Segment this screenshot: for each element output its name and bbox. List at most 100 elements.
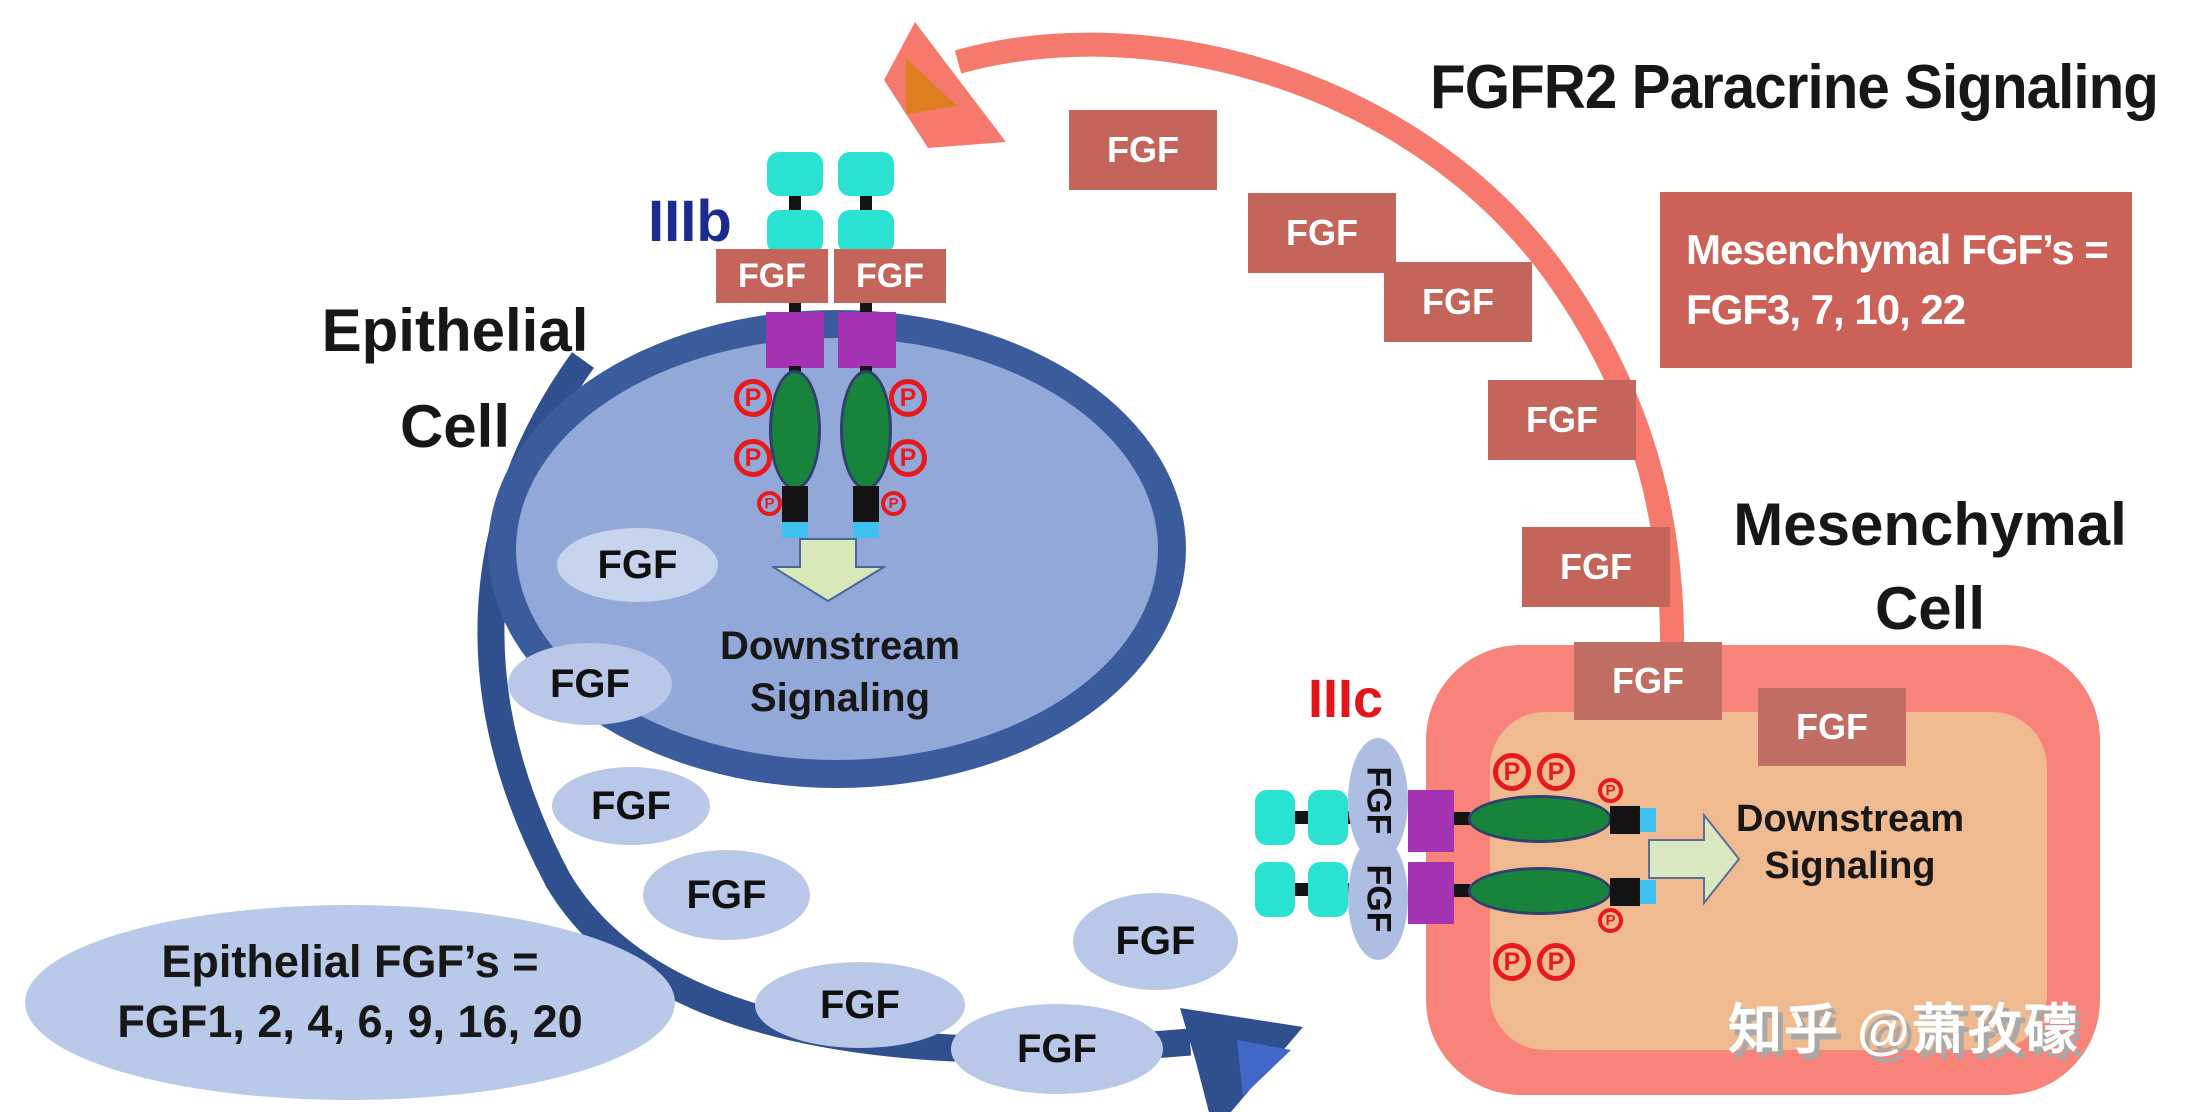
phospho-badge-small: P — [1598, 778, 1623, 803]
epithelial-fgf-summary-ellipse — [25, 905, 675, 1100]
phospho-badge: P — [1537, 943, 1575, 981]
fgf-text: FGF — [597, 542, 678, 587]
isoform-IIIc-label: IIIc — [1308, 669, 1384, 729]
fgf-ligand-text: FGF — [1359, 864, 1398, 932]
iiic-kinase-domain — [1468, 795, 1612, 843]
downstream-line2: Signaling — [1764, 845, 1936, 887]
mesenchymal-cell-label: Mesenchymal Cell — [1690, 483, 2170, 651]
iiib-transmembrane-domain — [838, 312, 896, 368]
fgf-box: FGF — [1522, 527, 1670, 607]
fgf-text: FGF — [1560, 546, 1632, 587]
fgf-ellipse: FGF — [1073, 893, 1238, 990]
phospho-letter: P — [1605, 782, 1616, 799]
watermark: 知乎 @萧孜礞 — [1728, 1000, 2080, 1060]
phospho-letter: P — [1605, 912, 1616, 929]
fgf-box: FGF — [1069, 110, 1217, 190]
phospho-badge-small: P — [1598, 908, 1623, 933]
fgf-ligand-text: FGF — [738, 256, 806, 295]
phospho-letter: P — [899, 383, 917, 412]
epithelial-fgf-summary-line2: FGF1, 2, 4, 6, 9, 16, 20 — [117, 996, 583, 1047]
downstream-signaling-epithelial: Downstream Signaling — [698, 620, 982, 724]
phospho-badge: P — [734, 439, 772, 477]
fgf-text: FGF — [1526, 399, 1598, 440]
fgf-text: FGF — [1286, 212, 1358, 253]
fgf-ligand-box: FGF — [716, 249, 828, 303]
iiic-ig-domain — [1308, 862, 1348, 917]
iiic-receptor-tail — [1610, 878, 1640, 906]
downstream-signaling-mesenchymal: Downstream Signaling — [1718, 796, 1982, 890]
fgf-text: FGF — [591, 783, 671, 828]
fgf-text: FGF — [820, 982, 900, 1027]
phospho-badge-small: P — [881, 491, 906, 516]
iiic-ig-domain — [1255, 790, 1295, 845]
downstream-line2: Signaling — [750, 676, 930, 720]
iiib-domain-linker — [860, 303, 872, 313]
mesenchymal-fgf-summary-line1: Mesenchymal FGF’s = — [1686, 226, 2109, 273]
phospho-letter: P — [1503, 757, 1521, 786]
iiib-receptor-tail — [853, 486, 879, 522]
iiic-ig-domain — [1255, 862, 1295, 917]
phospho-letter: P — [744, 383, 762, 412]
fgf-text: FGF — [1115, 919, 1196, 963]
phospho-badge: P — [889, 439, 927, 477]
phospho-letter: P — [1547, 757, 1565, 786]
iiic-domain-linker — [1454, 884, 1470, 897]
iiib-domain-linker — [789, 196, 801, 210]
epithelial-fgf-summary-line1: Epithelial FGF’s = — [161, 936, 539, 987]
phospho-letter: P — [1547, 947, 1565, 976]
salmon-arrowhead — [884, 22, 1006, 148]
isoform-IIIb-label: IIIb — [648, 189, 732, 254]
fgf-box: FGF — [1488, 380, 1636, 460]
salmon-arrowhead-inner-triangle — [906, 58, 957, 114]
iiib-ig-domain — [767, 152, 823, 196]
iiib-transmembrane-domain — [766, 312, 824, 368]
epithelial-cell-label-line1: Epithelial — [321, 297, 589, 364]
dark-arrowhead-inner-triangle — [1237, 1040, 1291, 1096]
fgf-ligand-text: FGF — [1359, 766, 1398, 834]
phospho-badge-small: P — [757, 491, 782, 516]
fgf-box: FGF — [1758, 688, 1906, 766]
right-block-arrow — [1648, 813, 1741, 906]
fgf-ellipse: FGF — [557, 528, 718, 602]
iiic-kinase-domain — [1468, 867, 1612, 915]
phospho-badge: P — [1493, 943, 1531, 981]
fgf-ellipse: FGF — [755, 962, 965, 1048]
fgf-ligand-text: FGF — [856, 256, 924, 295]
downstream-line1: Downstream — [719, 624, 961, 668]
fgf-text: FGF — [686, 872, 767, 917]
iiic-domain-linker — [1295, 883, 1308, 896]
fgf-box: FGF — [1384, 262, 1532, 342]
fgf-text: FGF — [1796, 706, 1868, 747]
iiic-receptor-tail-tip — [1640, 808, 1656, 832]
phospho-letter: P — [1503, 947, 1521, 976]
mesenchymal-fgf-summary-line2: FGF3, 7, 10, 22 — [1686, 286, 1966, 333]
downstream-arrow-mesenchymal — [1648, 813, 1741, 906]
mesenchymal-fgf-summary-box: Mesenchymal FGF’s = FGF3, 7, 10, 22 — [1660, 192, 2132, 368]
fgf-ellipse: FGF — [552, 767, 710, 845]
fgf-box: FGF — [1248, 193, 1396, 273]
mesenchymal-cell-label-line1: Mesenchymal — [1733, 491, 2127, 558]
phospho-badge: P — [1537, 753, 1575, 791]
iiic-receptor-tail-tip — [1640, 880, 1656, 904]
fgf-ligand-box: FGF — [834, 249, 946, 303]
iiib-kinase-domain — [769, 370, 821, 490]
phospho-letter: P — [899, 443, 917, 472]
fgf-text: FGF — [1107, 129, 1179, 170]
iiib-domain-linker — [789, 303, 801, 313]
iiic-ig-domain — [1308, 790, 1348, 845]
fgf-ellipse: FGF — [643, 850, 810, 940]
downstream-line1: Downstream — [1735, 798, 1965, 840]
phospho-badge: P — [1493, 753, 1531, 791]
fgf-box: FGF — [1574, 642, 1722, 720]
iiib-ig-domain — [838, 152, 894, 196]
downstream-arrow-epithelial — [772, 538, 886, 602]
mesenchymal-to-epithelial-arrow-curve — [954, 32, 1685, 661]
iiic-domain-linker — [1295, 811, 1308, 824]
epithelial-cell-label: Epithelial Cell — [230, 283, 680, 475]
fgf-ligand-ellipse: FGF — [1348, 836, 1408, 960]
iiic-transmembrane-domain — [1408, 862, 1454, 924]
phospho-letter: P — [888, 495, 899, 512]
diagram-title: FGFR2 Paracrine Signaling — [1430, 53, 2159, 122]
iiic-transmembrane-domain — [1408, 790, 1454, 852]
phospho-letter: P — [744, 443, 762, 472]
